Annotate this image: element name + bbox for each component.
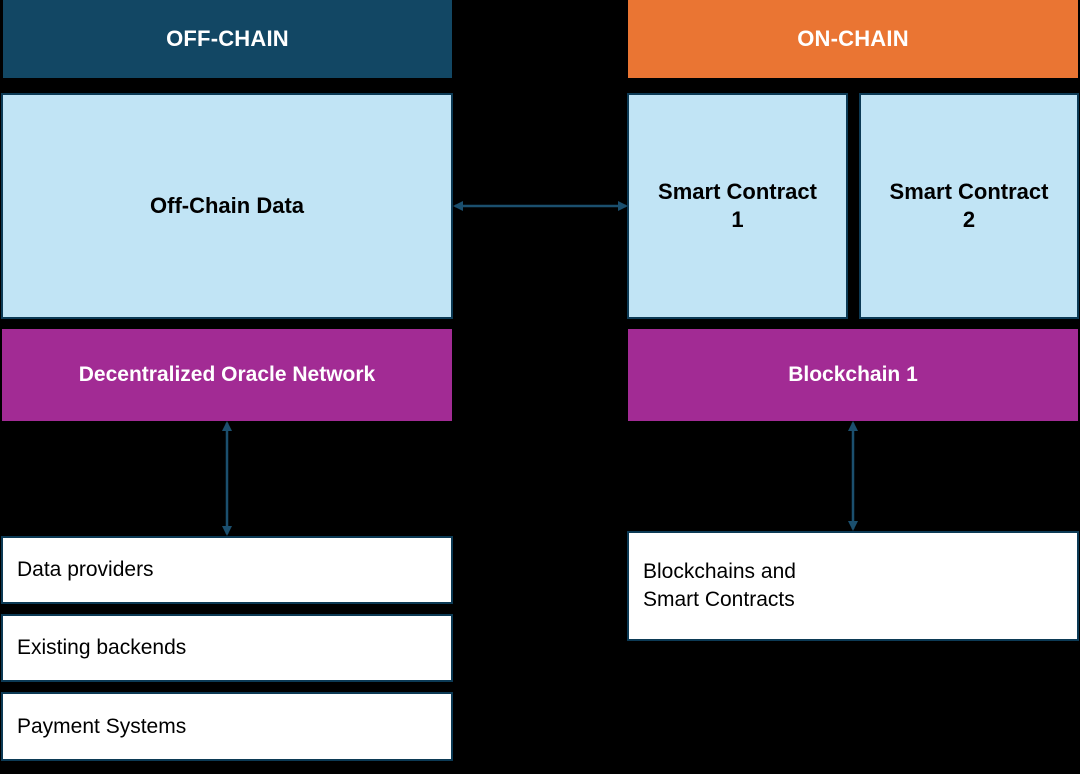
source-label: Existing backends xyxy=(17,636,187,659)
target-label: Blockchains and Smart Contracts xyxy=(643,560,796,611)
smart-contract-2-label: Smart Contract 2 xyxy=(889,179,1049,232)
oracle-network-label: Decentralized Oracle Network xyxy=(78,363,376,386)
source-box-data-providers: Data providers xyxy=(1,536,453,604)
source-label: Data providers xyxy=(17,558,154,581)
smart-contract-2-box: Smart Contract 2 xyxy=(859,93,1079,319)
smart-contract-1-box: Smart Contract 1 xyxy=(627,93,848,319)
off-chain-header-label: OFF-CHAIN xyxy=(166,26,289,51)
blockchain-1-box: Blockchain 1 xyxy=(628,329,1078,421)
off-chain-data-box: Off-Chain Data xyxy=(1,93,453,319)
on-chain-header-label: ON-CHAIN xyxy=(797,26,909,51)
on-chain-header: ON-CHAIN xyxy=(628,0,1078,78)
off-chain-header: OFF-CHAIN xyxy=(3,0,452,78)
source-box-existing-backends: Existing backends xyxy=(1,614,453,682)
oracle-network-box: Decentralized Oracle Network xyxy=(2,329,452,421)
target-box-blockchains-smart-contracts: Blockchains and Smart Contracts xyxy=(627,531,1079,641)
smart-contract-1-label: Smart Contract 1 xyxy=(658,179,817,232)
source-box-payment-systems: Payment Systems xyxy=(1,692,453,761)
off-chain-data-label: Off-Chain Data xyxy=(150,193,304,218)
source-label: Payment Systems xyxy=(17,714,187,738)
blockchain-1-label: Blockchain 1 xyxy=(788,363,918,386)
